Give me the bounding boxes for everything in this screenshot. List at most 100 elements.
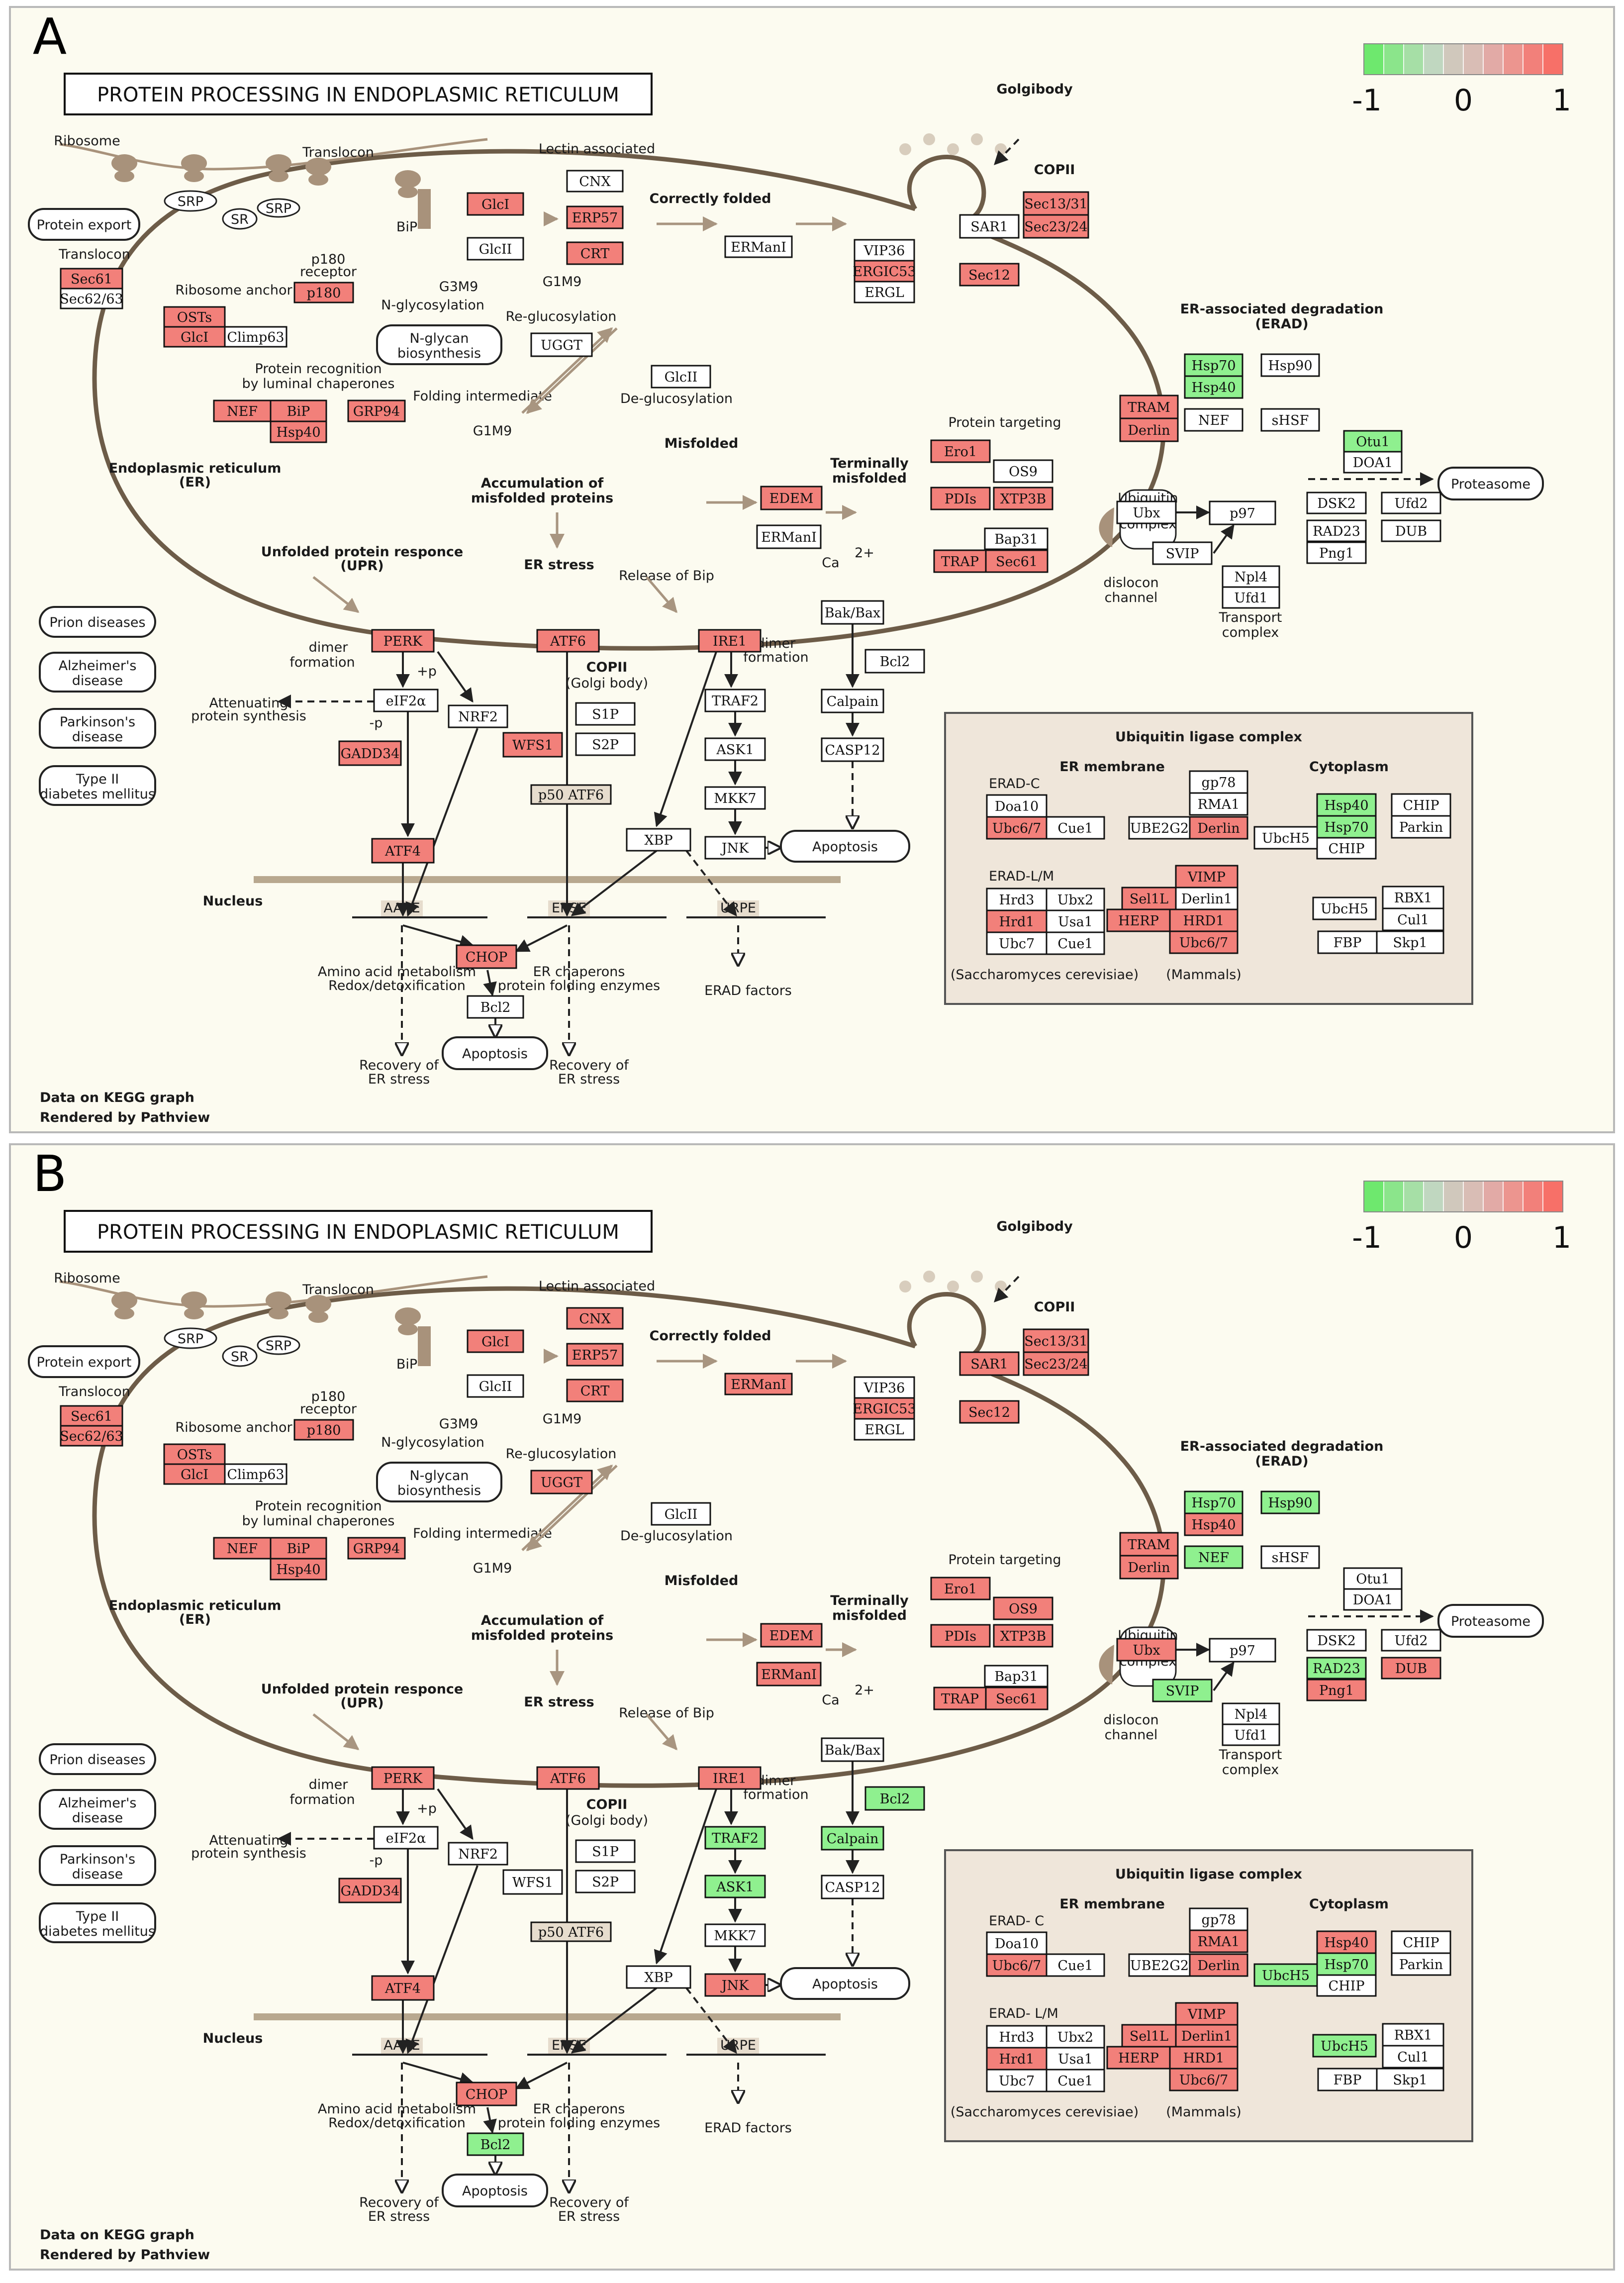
ribosome-shape: [395, 1307, 421, 1325]
prion-diseases-pill: [39, 606, 156, 638]
title-box: [64, 73, 653, 115]
amino-acid-label: Amino acid metabolism: [318, 2101, 476, 2117]
alzheimers-pill-text: disease: [72, 673, 123, 689]
gene-label: HERP: [1118, 913, 1159, 929]
gene-label: S1P: [592, 1844, 619, 1860]
scale-swatch: [1443, 1181, 1464, 1212]
gene-label: Ubx2: [1057, 2030, 1093, 2045]
gene-label: MKK7: [714, 791, 756, 806]
gene-box: [575, 702, 636, 726]
gene-label: Ero1: [944, 444, 977, 460]
gene-label: UbcH5: [1321, 2039, 1368, 2054]
gene-box: [1046, 888, 1105, 911]
pathway-arrow: [685, 1987, 737, 2054]
gene-box: [536, 1766, 600, 1790]
gene-box: [224, 1463, 287, 1485]
gene-box: [986, 794, 1048, 818]
gene-box: [1046, 2025, 1105, 2049]
gene-box: [575, 1839, 636, 1863]
gene-label: ERGIC53: [853, 1401, 916, 1417]
alzheimers-pill: [39, 652, 156, 693]
gene-label: DSK2: [1317, 1633, 1356, 1649]
gene-box: [1381, 1657, 1441, 1680]
gene-label: Sec61: [996, 554, 1038, 570]
gene-box: [1317, 2068, 1378, 2091]
gene-box: [959, 214, 1020, 239]
misfolded-proteins-label: misfolded proteins: [471, 1628, 613, 1643]
erad-lm-label: ERAD- L/M: [989, 2006, 1058, 2021]
gene-box: [371, 1975, 435, 2001]
gene-label: Ubx: [1133, 505, 1160, 521]
ubiquitin-ligase-title: Ubiquitin ligase complex: [1115, 729, 1302, 745]
gene-box: [993, 487, 1053, 510]
gene-label: SAR1: [970, 219, 1008, 235]
gene-label: DUB: [1395, 524, 1427, 539]
vesicle: [923, 1271, 935, 1283]
gene-label: S1P: [592, 707, 619, 722]
ribosome-shape: [114, 1307, 134, 1319]
gene-label: DSK2: [1317, 496, 1356, 511]
gene-box: [698, 1766, 762, 1790]
gene-box: [270, 1537, 327, 1560]
saccharomyces-label: (Saccharomyces cerevisiae): [951, 2104, 1139, 2120]
gene-box: [1023, 191, 1089, 216]
gene-box: [626, 1965, 691, 1989]
gene-label: Derlin: [1197, 1958, 1240, 1974]
gene-box: [930, 1624, 991, 1648]
gene-label: Bap31: [994, 1669, 1038, 1685]
gene-label: GlcII: [665, 1507, 698, 1522]
srp-label-2: SRP: [266, 1338, 291, 1354]
gene-label: gp78: [1202, 1912, 1236, 1928]
gene-label: XTP3B: [1000, 1629, 1046, 1644]
gene-label: Sec13/31: [1024, 1334, 1087, 1349]
gene-box: [1312, 2034, 1377, 2058]
gene-box: [704, 737, 766, 761]
gene-label: HRD1: [1183, 913, 1225, 929]
nucleus-label: Nucleus: [203, 2031, 263, 2046]
gene-box: [1391, 1952, 1451, 1976]
misfolded-label: Misfolded: [665, 1573, 739, 1588]
gene-label: Bcl2: [880, 654, 910, 670]
protein-synthesis-label: protein synthesis: [191, 1846, 306, 1861]
er-abbrev-label: (ER): [179, 1612, 211, 1627]
gene-box: [448, 704, 508, 728]
gene-label: Npl4: [1235, 1707, 1268, 1722]
gene-label: Bak/Bax: [825, 1743, 881, 1758]
ribosome-shape: [184, 170, 204, 182]
misfolded-label-2: misfolded: [832, 471, 907, 486]
gene-box: [1317, 930, 1378, 954]
upr-abbrev-label: (UPR): [340, 1695, 383, 1711]
gene-box: [756, 1662, 822, 1687]
gene-box: [1189, 1953, 1248, 1977]
gene-label: TRAP: [941, 554, 979, 570]
dimer-label-2: dimer: [757, 636, 796, 651]
gene-box: [530, 784, 612, 805]
gene-label: ASK1: [716, 1880, 754, 1895]
gene-label: Hsp90: [1268, 358, 1312, 374]
attenuating-label: Attenuating: [209, 695, 288, 711]
gene-label: Sec12: [968, 1405, 1010, 1420]
gene-label: NEF: [227, 404, 258, 419]
proteasome-pill-text: Proteasome: [1451, 1614, 1530, 1629]
gene-box: [224, 326, 287, 348]
ribosome-shape: [184, 1307, 204, 1319]
copii-label: COPII: [1034, 1299, 1075, 1315]
scale-swatch: [1463, 43, 1484, 75]
g1m9-label-2: G1M9: [473, 1561, 512, 1576]
gene-box: [1106, 908, 1171, 932]
gene-box: [1128, 1953, 1191, 1977]
terminally-label: Terminally: [830, 1593, 909, 1608]
gene-label: eIF2α: [386, 694, 426, 709]
scale-swatch: [1483, 1181, 1504, 1212]
golgi-body-label: (Golgi body): [566, 676, 648, 691]
calcium-label: Ca: [822, 555, 839, 571]
ubiquitin-ligase-panel: [944, 1849, 1473, 2142]
gene-label: Sec61: [71, 272, 112, 287]
copii-label-2: COPII: [586, 660, 628, 675]
gene-label: Derlin: [1128, 1560, 1170, 1576]
recovery-er-stress-label: ER stress: [368, 2209, 430, 2224]
gene-label: p50 ATF6: [538, 1925, 604, 1940]
gene-label: CHOP: [466, 2087, 508, 2102]
alzheimers-pill-text: Alzheimer's: [59, 1795, 137, 1811]
